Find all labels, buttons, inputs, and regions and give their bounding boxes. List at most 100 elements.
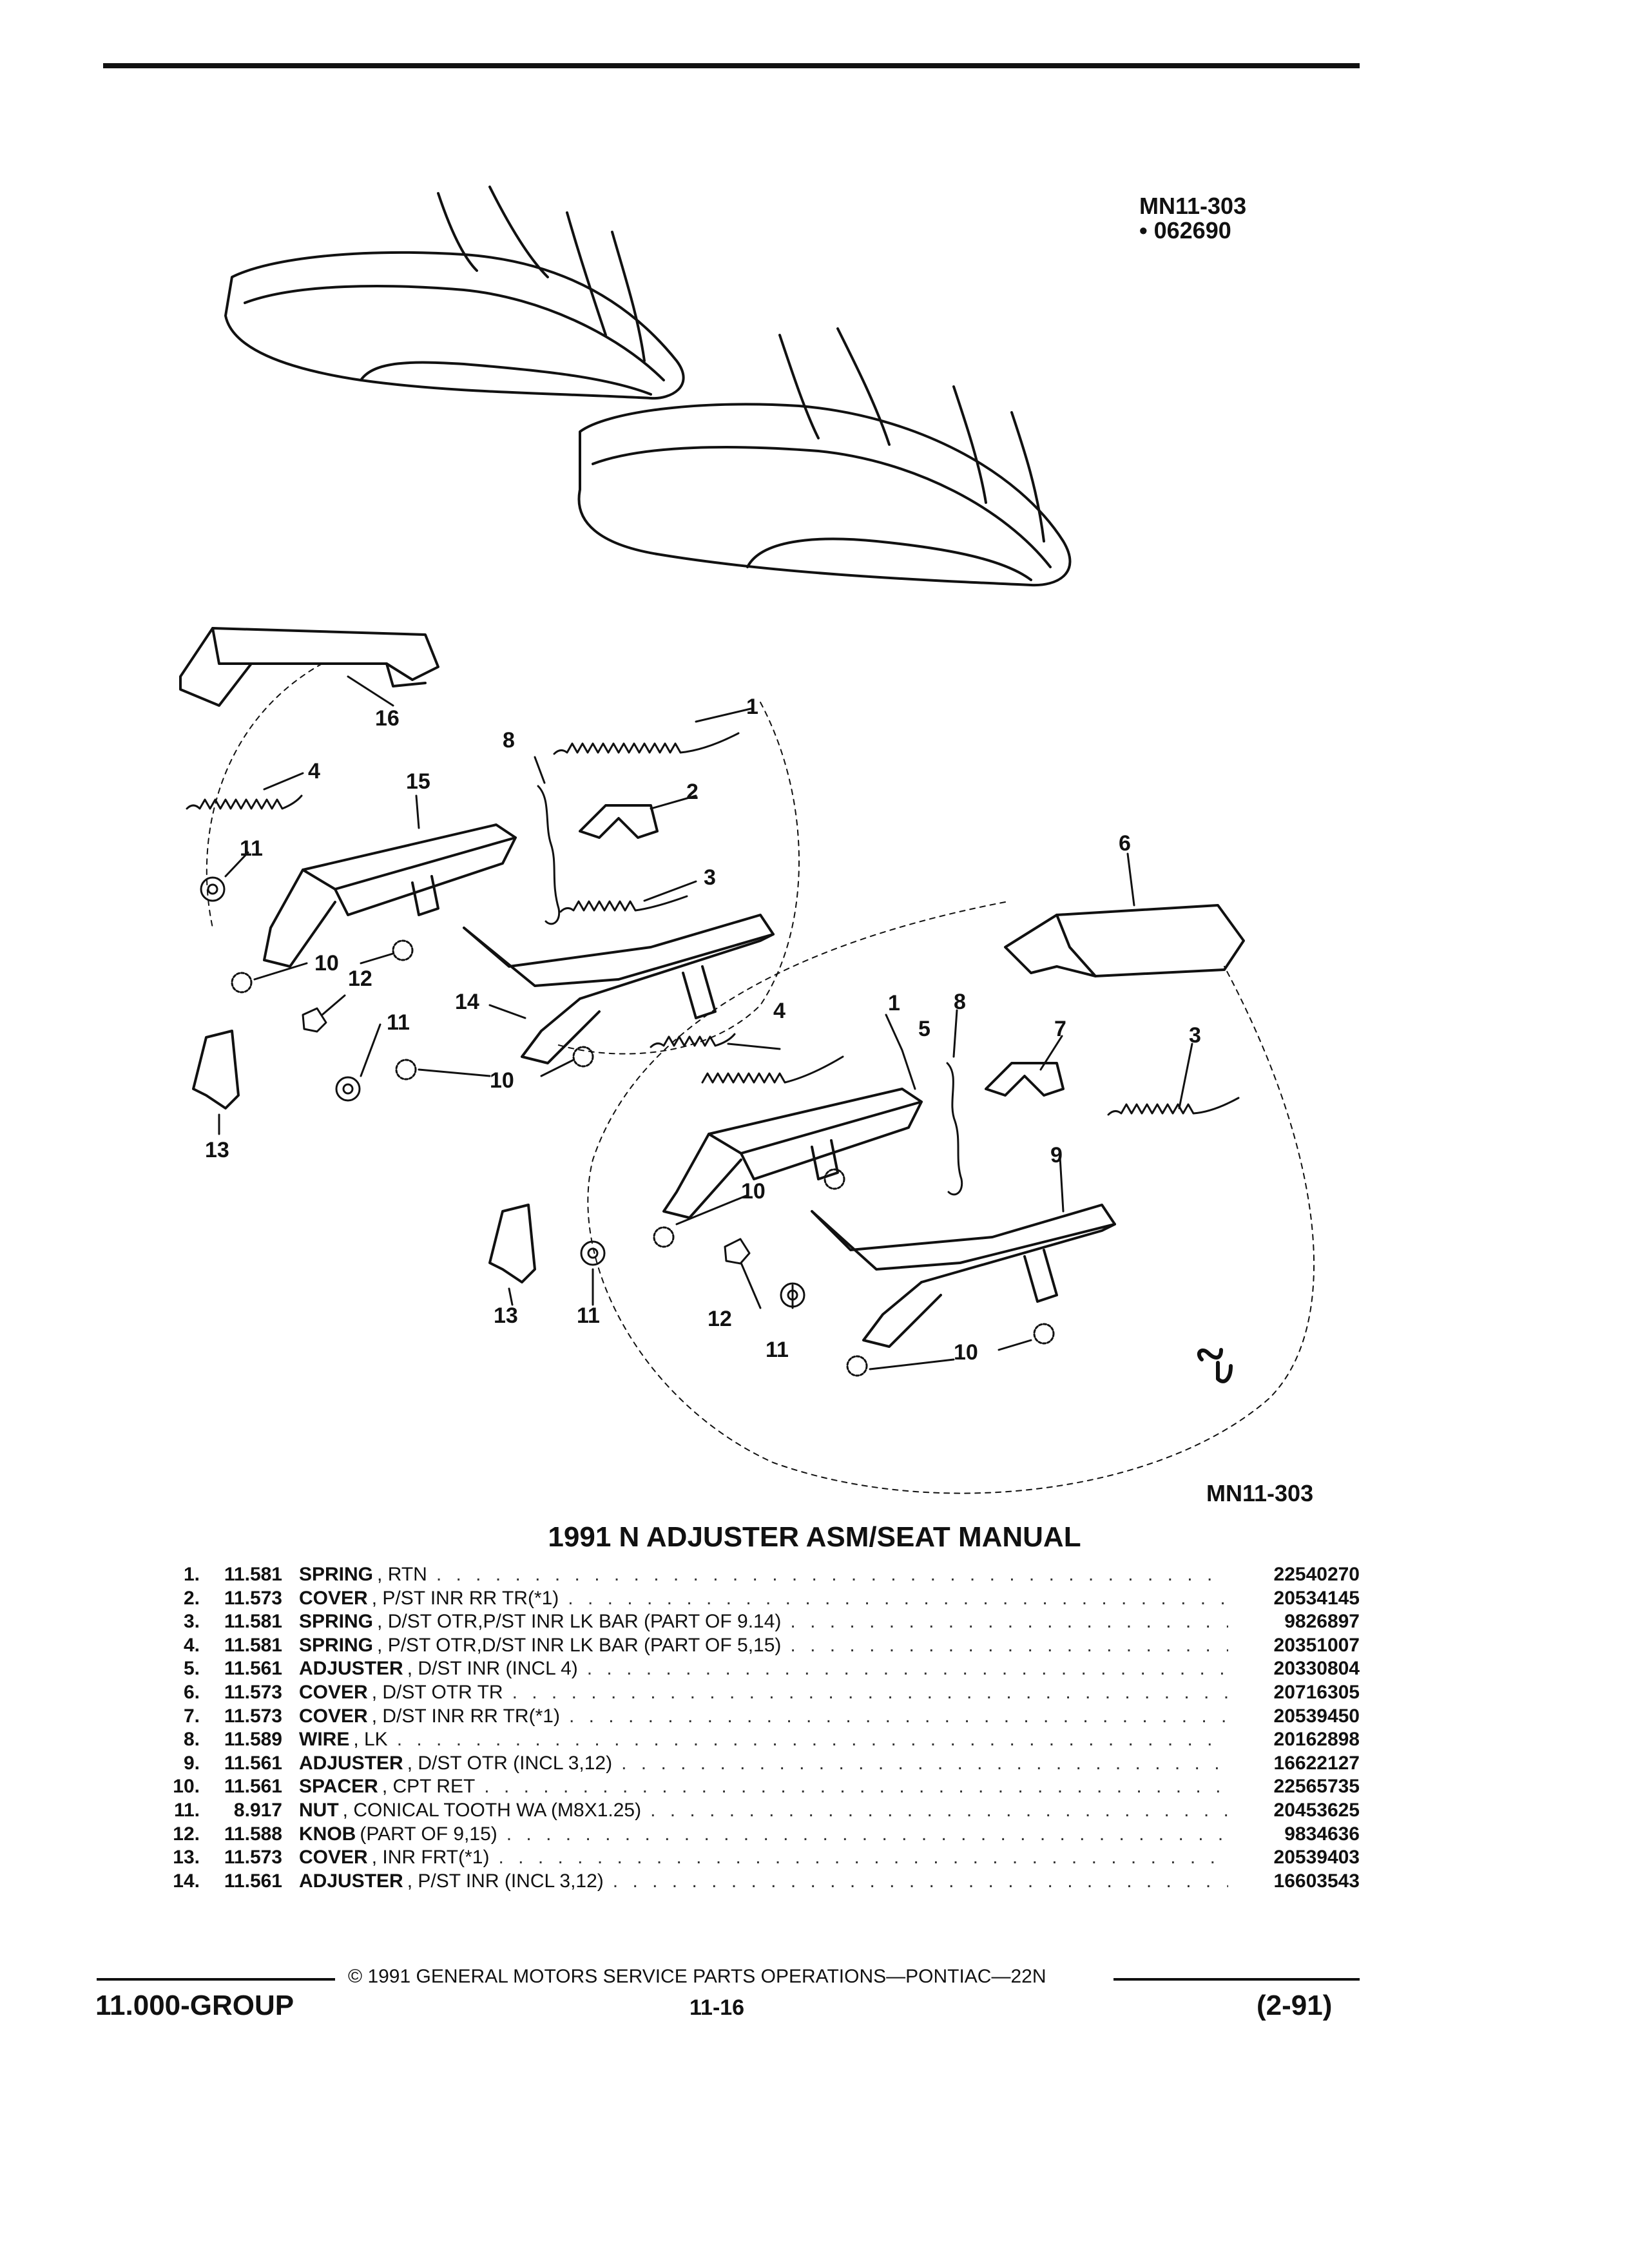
callout-1: 1 (888, 991, 900, 1015)
part-name: SPACER (299, 1776, 378, 1798)
dot-leader (568, 1587, 1228, 1610)
part-detail: , P/ST INR RR TR(*1) (371, 1587, 559, 1609)
part-name: NUT (299, 1799, 339, 1821)
item-number: 13. (173, 1847, 200, 1869)
adjuster-5-illustration (662, 1088, 923, 1219)
group-number: 11.561 (224, 1776, 282, 1798)
part-description: ADJUSTER, P/ST INR (INCL 3,12) (299, 1870, 604, 1893)
group-number: 11.561 (224, 1752, 282, 1774)
dot-leader (621, 1752, 1228, 1775)
part-number: 20453625 (1273, 1799, 1360, 1821)
callout-5: 5 (918, 1017, 930, 1041)
group-number: 11.561 (224, 1658, 282, 1680)
group-number: 8.917 (233, 1799, 282, 1821)
callout-3: 3 (1189, 1023, 1201, 1048)
part-number: 20351007 (1273, 1634, 1360, 1656)
seat-left-illustration (224, 186, 685, 400)
dot-leader (790, 1610, 1228, 1633)
part-detail: , CPT RET (381, 1776, 476, 1798)
part-description: SPACER, CPT RET (299, 1775, 475, 1798)
part-name: SPRING (299, 1634, 374, 1656)
dot-leader (613, 1870, 1228, 1893)
cover-2-illustration (579, 804, 659, 839)
part-name: COVER (299, 1847, 368, 1869)
callout-11: 11 (240, 836, 263, 861)
group-number: 11.581 (224, 1611, 282, 1633)
part-detail: , RTN (377, 1564, 427, 1585)
parts-list-title: 1991 N ADJUSTER ASM/SEAT MANUAL (548, 1521, 1081, 1553)
diagram-drawing (179, 186, 1315, 1494)
figure-code-bottom: MN11-303 (1206, 1480, 1314, 1506)
callout-4: 4 (773, 999, 786, 1023)
dot-leader (650, 1799, 1228, 1822)
cover-7-illustration (985, 1062, 1065, 1097)
dot-leader (506, 1823, 1228, 1846)
cover-16-illustration (179, 627, 439, 707)
wire-8a-illustration (537, 785, 561, 925)
callout-9: 9 (1050, 1143, 1063, 1168)
cover-6-illustration (1004, 904, 1245, 977)
footer-revision: (2-91) (1257, 1990, 1333, 2021)
item-number: 6. (183, 1681, 200, 1703)
part-name: ADJUSTER (299, 1658, 403, 1680)
nuts-11-illustration (200, 876, 805, 1308)
group-number: 11.573 (224, 1705, 282, 1727)
dot-leader (498, 1846, 1228, 1869)
part-detail: , P/ST INR (INCL 3,12) (407, 1870, 604, 1892)
group-number: 11.573 (224, 1587, 282, 1609)
part-name: COVER (299, 1587, 368, 1609)
callout-4: 4 (308, 759, 320, 783)
adjuster-9-illustration (811, 1204, 1116, 1348)
callout-12: 12 (708, 1307, 732, 1331)
item-number: 9. (183, 1752, 200, 1774)
parts-row: 11. 8.917 NUT, CONICAL TOOTH WA (M8X1.25) 2… (161, 1799, 1360, 1823)
part-name: ADJUSTER (299, 1752, 403, 1774)
callout-15: 15 (406, 769, 430, 794)
date-code-text: 062690 (1153, 217, 1231, 244)
part-name: SPRING (299, 1564, 374, 1585)
item-number: 2. (183, 1587, 200, 1609)
dot-leader (587, 1657, 1228, 1680)
part-name: SPRING (299, 1611, 374, 1633)
part-detail: , D/ST INR RR TR(*1) (371, 1705, 560, 1727)
adjuster-14-illustration (463, 914, 775, 1064)
callout-8: 8 (503, 728, 515, 753)
part-description: COVER, INR FRT(*1) (299, 1846, 489, 1869)
part-description: COVER, P/ST INR RR TR(*1) (299, 1587, 559, 1610)
top-rule (103, 63, 1360, 68)
footer-rule-right (1113, 1978, 1360, 1981)
part-detail: , P/ST OTR,D/ST INR LK BAR (PART OF 5,15… (377, 1634, 782, 1656)
item-number: 5. (183, 1658, 200, 1680)
part-name: COVER (299, 1705, 368, 1727)
footer-copyright: © 1991 GENERAL MOTORS SERVICE PARTS OPER… (348, 1966, 1046, 1987)
callout-7: 7 (1054, 1017, 1066, 1041)
part-description: WIRE, LK (299, 1728, 388, 1751)
part-detail: , CONICAL TOOTH WA (M8X1.25) (342, 1799, 642, 1821)
callout-11: 11 (577, 1303, 600, 1328)
part-detail: (PART OF 9,15) (360, 1823, 497, 1845)
part-name: KNOB (299, 1823, 356, 1845)
left-assembly-outline (206, 663, 800, 1055)
part-description: NUT, CONICAL TOOTH WA (M8X1.25) (299, 1799, 641, 1822)
item-number: 8. (183, 1729, 200, 1751)
part-detail: , D/ST OTR,P/ST INR LK BAR (PART OF 9.14… (377, 1611, 782, 1633)
callout-6: 6 (1119, 831, 1131, 856)
item-number: 14. (173, 1870, 200, 1892)
group-number: 11.581 (224, 1634, 282, 1656)
item-number: 4. (183, 1634, 200, 1656)
callout-10: 10 (954, 1340, 978, 1365)
part-number: 22540270 (1273, 1564, 1360, 1585)
item-number: 11. (173, 1799, 200, 1821)
callout-13: 13 (494, 1303, 518, 1328)
group-number: 11.573 (224, 1681, 282, 1703)
dot-leader (790, 1634, 1228, 1657)
group-number: 11.581 (224, 1564, 282, 1585)
